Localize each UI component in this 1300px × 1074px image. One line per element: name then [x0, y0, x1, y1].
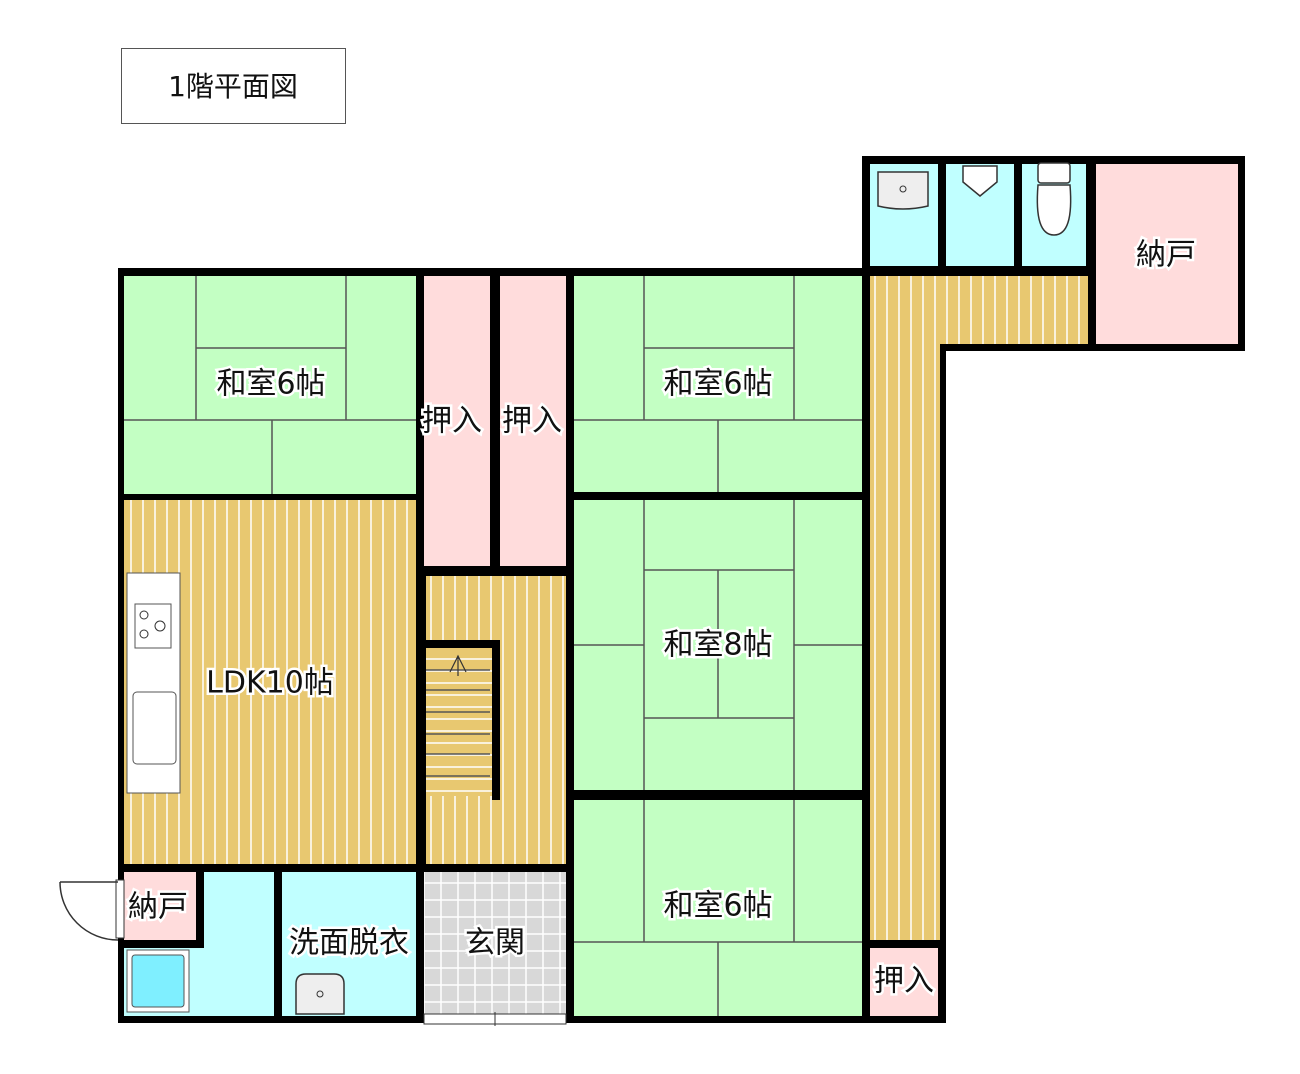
room-washitsu-se: 和室6帖 — [574, 800, 862, 1016]
stair-arrow-icon — [449, 654, 467, 676]
room-senmen: 洗面脱衣 — [282, 872, 416, 1016]
stove-icon — [134, 603, 172, 649]
room-washitsu-nw: 和室6帖 — [124, 276, 416, 494]
kitchen-sink-icon — [132, 691, 177, 765]
stair-hall — [424, 576, 566, 864]
sink-icon — [877, 171, 929, 210]
room-washitsu-8: 和室8帖 — [574, 500, 862, 790]
urinal-icon — [962, 165, 998, 197]
toilet-icon — [1036, 162, 1072, 236]
plan-title: 1階平面図 — [168, 70, 298, 103]
room-label: 玄関 — [465, 926, 525, 961]
room-label: 洗面脱衣 — [289, 926, 409, 961]
bathroom — [124, 872, 274, 1016]
room-label: 納戸 — [128, 890, 188, 925]
room-oshiire-3: 押入 — [870, 948, 938, 1016]
room-label: 和室6帖 — [216, 367, 325, 402]
staircase — [426, 648, 492, 796]
room-oshiire-2: 押入 — [500, 276, 566, 566]
room-ldk: LDK10帖 — [124, 500, 416, 864]
title-box: 1階平面図 — [121, 48, 346, 124]
room-oshiire-1: 押入 — [420, 276, 490, 566]
room-label: 押入 — [874, 964, 934, 999]
toilet-room — [1022, 162, 1086, 266]
room-genkan: 玄関 — [424, 872, 566, 1014]
room-label: 和室6帖 — [663, 889, 772, 924]
room-label: LDK10帖 — [206, 666, 334, 701]
room-washitsu-ne: 和室6帖 — [574, 276, 862, 492]
entrance-door[interactable] — [423, 1012, 567, 1026]
room-nando-bottom: 納戸 — [124, 872, 196, 940]
room-label: 押入 — [502, 404, 562, 439]
washroom-sink-room — [870, 164, 938, 266]
room-label: 和室8帖 — [663, 628, 772, 663]
side-door[interactable] — [59, 879, 125, 941]
room-nando-top: 納戸 — [1096, 164, 1238, 344]
room-label: 押入 — [422, 404, 482, 439]
urinal-room — [946, 164, 1014, 266]
corridor — [870, 276, 1088, 940]
room-label: 納戸 — [1136, 238, 1196, 273]
room-label: 和室6帖 — [663, 367, 772, 402]
washbasin-icon — [295, 973, 345, 1015]
